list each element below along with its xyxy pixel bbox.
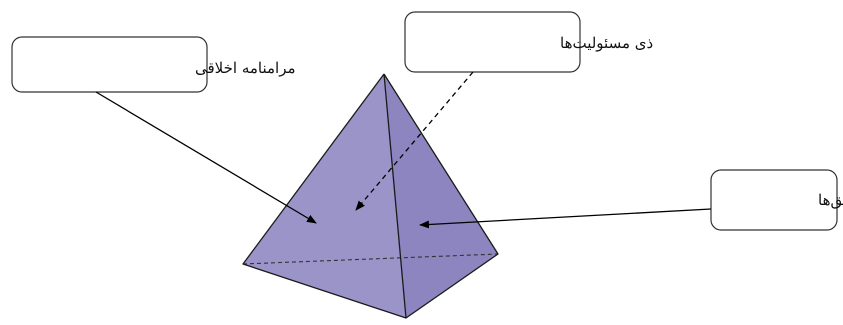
callout-responsible-parties: ذی مسئولیت‌ها — [355, 11, 653, 211]
callout-rights-holders-label: ذی‌حق‌ها — [818, 191, 843, 209]
arrow-rights-holders — [419, 208, 712, 229]
arrow-ethics-code — [95, 91, 317, 224]
tetrahedron-edges — [242, 73, 499, 319]
tetrahedron — [242, 73, 499, 319]
arrow-responsible-parties — [355, 71, 474, 211]
tetrahedron-left-face — [243, 74, 406, 318]
callout-rights-holders-box — [710, 169, 838, 231]
callout-rights-holders: ذی‌حق‌ها — [419, 169, 843, 231]
callout-ethics-code: مرامنامه اخلاقی — [11, 36, 317, 224]
tetrahedron-hidden-edge — [242, 253, 499, 265]
callout-ethics-code-box — [11, 36, 208, 93]
callout-responsible-parties-box — [404, 11, 581, 73]
callout-ethics-code-label: مرامنامه اخلاقی — [195, 59, 296, 77]
callout-responsible-parties-label: ذی مسئولیت‌ها — [560, 34, 653, 52]
